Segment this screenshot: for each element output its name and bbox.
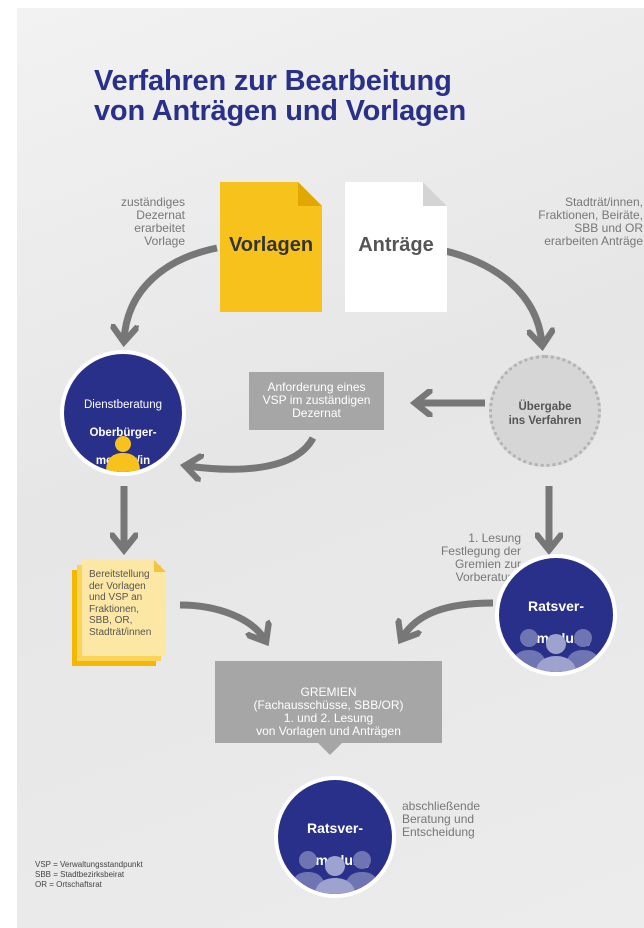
- antraege-label: Anträge: [358, 234, 434, 256]
- ratsversammlung-bottom-line-1: Ratsver-: [306, 820, 364, 836]
- ratsversammlung-top-node: Ratsver- sammlung: [495, 554, 617, 676]
- dienstberatung-node: Dienstberatung Oberbürger- meister/in: [60, 350, 186, 476]
- infographic-poster: Verfahren zur Bearbeitung von Anträgen u…: [17, 8, 644, 928]
- flow-arrows: [17, 244, 644, 928]
- gremien-text: GREMIEN(Fachausschüsse, SBB/OR) 1. und 2…: [215, 673, 442, 738]
- arrow-anforderung-to-dienstberatung: [187, 436, 317, 469]
- note-stadtraete: Stadträt/innen, Fraktionen, Beiräte, SBB…: [538, 195, 643, 248]
- stacked-documents-icon: [72, 560, 166, 666]
- legend-item-or: OR = Ortschaftsrat: [35, 880, 102, 889]
- anforderung-box: Anforderung eines VSP im zuständigen Dez…: [249, 372, 384, 430]
- group-icon: [511, 629, 601, 672]
- group-icon: [290, 851, 380, 894]
- abbreviation-legend: VSP = Verwaltungsstandpunkt SBB = Stadtb…: [35, 860, 205, 890]
- dienstberatung-line-1: Dienstberatung: [84, 399, 162, 411]
- gremien-box: GREMIEN(Fachausschüsse, SBB/OR) 1. und 2…: [215, 661, 442, 743]
- dienstberatung-line-2: Oberbürger-: [89, 427, 157, 439]
- bereitstellung-text: Bereitstellung der Vorlagen und VSP an F…: [89, 569, 152, 638]
- gremien-body: (Fachausschüsse, SBB/OR) 1. und 2. Lesun…: [253, 698, 404, 738]
- note-dezernat: zuständiges Dezernat erarbeitet Vorlage: [120, 195, 185, 248]
- title-line-2: von Anträgen und Vorlagen: [94, 95, 467, 127]
- arrow-antraege-to-uebergabe: [430, 244, 542, 344]
- note-abschluss: abschließende Beratung und Entscheidung: [402, 799, 481, 839]
- gremien-pointer: [317, 742, 343, 755]
- page-title: Verfahren zur Bearbeitung von Anträgen u…: [94, 66, 466, 126]
- arrow-vorlagen-to-dienstberatung: [124, 244, 218, 340]
- vorlagen-document-icon: [220, 182, 322, 312]
- vorlagen-label: Vorlagen: [228, 234, 314, 256]
- arrow-bereitstellung-to-gremien: [179, 601, 265, 640]
- person-icon: [106, 436, 140, 472]
- note-lesung: 1. Lesung Festlegung der Gremien zur Vor…: [440, 531, 521, 584]
- uebergabe-node: Übergabe ins Verfahren: [489, 355, 601, 467]
- title-line-1: Verfahren zur Bearbeitung: [94, 65, 452, 97]
- gremien-heading: GREMIEN: [300, 685, 357, 699]
- legend-item-vsp: VSP = Verwaltungsstandpunkt: [35, 860, 143, 869]
- ratsversammlung-bottom-node: Ratsver- sammlung: [274, 776, 396, 898]
- ratsversammlung-top-line-1: Ratsver-: [527, 598, 585, 614]
- arrow-ratsversammlung-to-gremien: [402, 599, 494, 638]
- antraege-document-icon: [345, 182, 447, 312]
- uebergabe-text: Übergabe ins Verfahren: [508, 401, 582, 427]
- legend-item-sbb: SBB = Stadtbezirksbeirat: [35, 870, 125, 879]
